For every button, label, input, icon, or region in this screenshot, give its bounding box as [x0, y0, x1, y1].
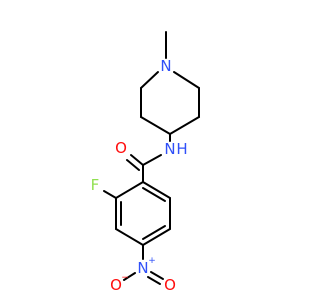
charge-n-nitro: +: [148, 256, 156, 266]
atom-o-nitro-right: O: [164, 276, 176, 294]
atom-n-amide: N: [164, 140, 175, 158]
bond-ar-4-5-inner: [142, 225, 166, 240]
bond-c-f: [103, 190, 117, 199]
bond-carbonyl-o-1: [130, 154, 144, 166]
bond-nitro-o-left: [123, 272, 136, 281]
bond-nitro-o-right-2: [147, 276, 161, 285]
bond-ar-6-1-inner: [142, 187, 166, 202]
atom-o-carbonyl: O: [115, 139, 127, 157]
bond-pip-right-lower: [169, 116, 200, 135]
bond-pip-left-lower: [140, 116, 171, 135]
bond-pip-n-left: [140, 71, 159, 89]
bond-nh-carbonyl: [142, 154, 162, 166]
molecule-structure: N N H O F N + O − O: [91, 31, 200, 294]
atom-n-nitro: N: [137, 259, 148, 277]
charge-o-nitro-left: −: [121, 273, 129, 283]
bond-carbonyl-o-2: [126, 159, 140, 171]
atom-h-amide: H: [176, 140, 187, 158]
bond-pip-n-right: [173, 71, 200, 89]
bond-ar-4-5: [142, 228, 171, 246]
bond-nitro-o-right-1: [150, 271, 164, 280]
atom-o-nitro-left: O: [110, 276, 122, 294]
atom-n-piperidine: N: [160, 57, 171, 75]
bond-ar-6-1: [142, 181, 171, 199]
bond-ar-1-2: [115, 181, 144, 199]
bond-ar-3-4: [115, 228, 144, 246]
atom-f: F: [91, 176, 100, 194]
